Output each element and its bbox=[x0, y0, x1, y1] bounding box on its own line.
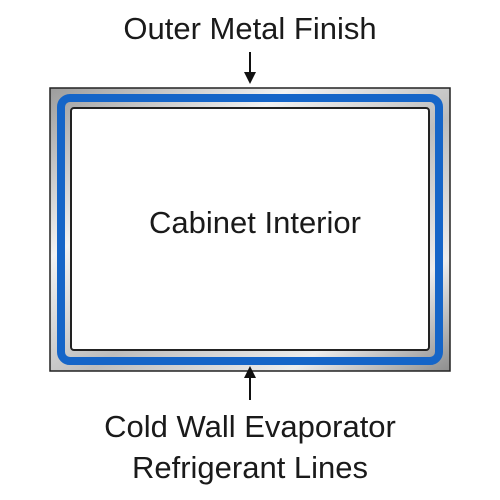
cabinet-interior bbox=[70, 107, 430, 351]
refrigerant-line-loop bbox=[57, 94, 443, 365]
cabinet-interior-label: Cabinet Interior bbox=[149, 205, 361, 240]
outer-metal-finish-label: Outer Metal Finish bbox=[123, 11, 377, 46]
arrow-up-icon bbox=[244, 366, 256, 400]
arrow-down-icon bbox=[244, 52, 256, 84]
cold-wall-evaporator-label: Cold Wall Evaporator bbox=[104, 409, 396, 444]
refrigerant-lines-label: Refrigerant Lines bbox=[131, 450, 369, 485]
